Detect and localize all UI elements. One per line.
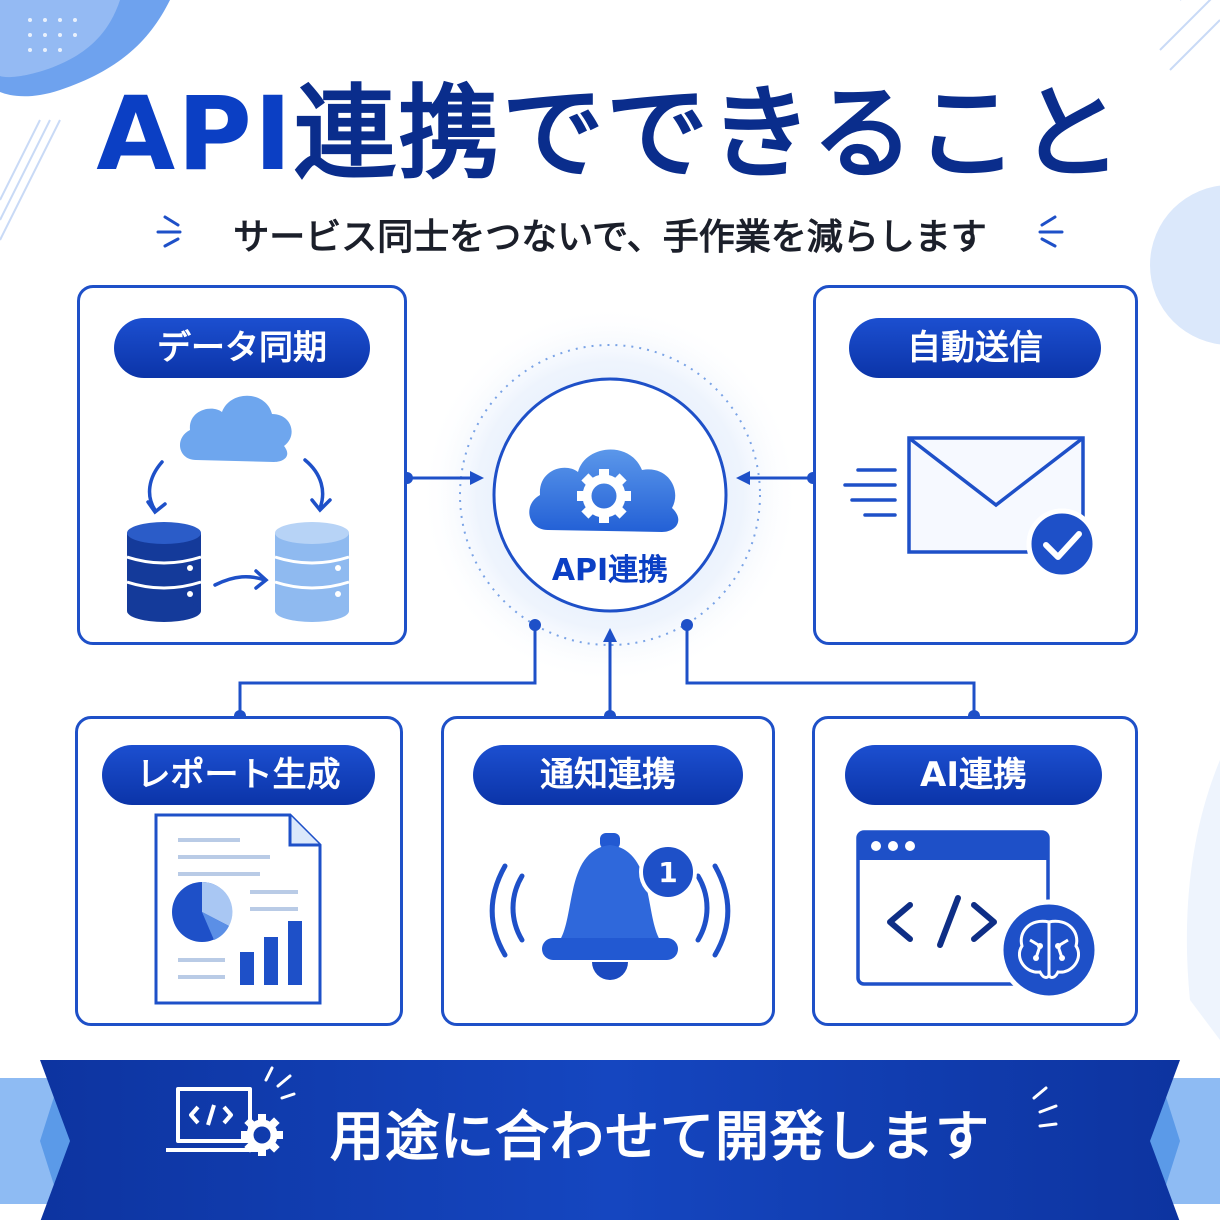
notification-badge-count: 1 <box>658 856 678 889</box>
banner-text: 用途に合わせて開発します <box>330 1105 990 1168</box>
diagonal-lines-right <box>1159 0 1220 71</box>
corner-blob-right <box>1186 760 1220 1040</box>
hub-cloud-icon <box>529 449 679 532</box>
sparkle-left <box>156 215 182 248</box>
dot-grid <box>28 18 77 52</box>
pill-ai: AI連携 <box>845 745 1102 805</box>
gear-icon <box>577 469 631 523</box>
diagonal-lines-left <box>0 119 61 241</box>
page-subtitle: サービス同士をつないで、手作業を減らします <box>233 217 987 258</box>
page-title-rest: 連携でできること <box>293 75 1124 194</box>
connector-lines <box>234 471 980 722</box>
corner-circle-right <box>1150 185 1220 345</box>
pill-notify: 通知連携 <box>473 745 743 805</box>
banner-sparkle-left-icon <box>264 1066 296 1100</box>
page-title-api: API <box>96 75 294 194</box>
page-title: API連携でできること <box>0 52 1220 199</box>
laptop-code-icon <box>166 1087 262 1152</box>
banner-sparkle-right-icon <box>1032 1086 1058 1128</box>
sparkle-right <box>1038 215 1064 248</box>
hub-dotted-ring <box>459 344 761 646</box>
pill-report: レポート生成 <box>102 745 375 805</box>
hub-label: API連携 <box>551 553 669 588</box>
pill-auto-send: 自動送信 <box>849 318 1101 378</box>
pill-data-sync: データ同期 <box>114 318 370 378</box>
bottom-banner <box>0 1060 1220 1220</box>
